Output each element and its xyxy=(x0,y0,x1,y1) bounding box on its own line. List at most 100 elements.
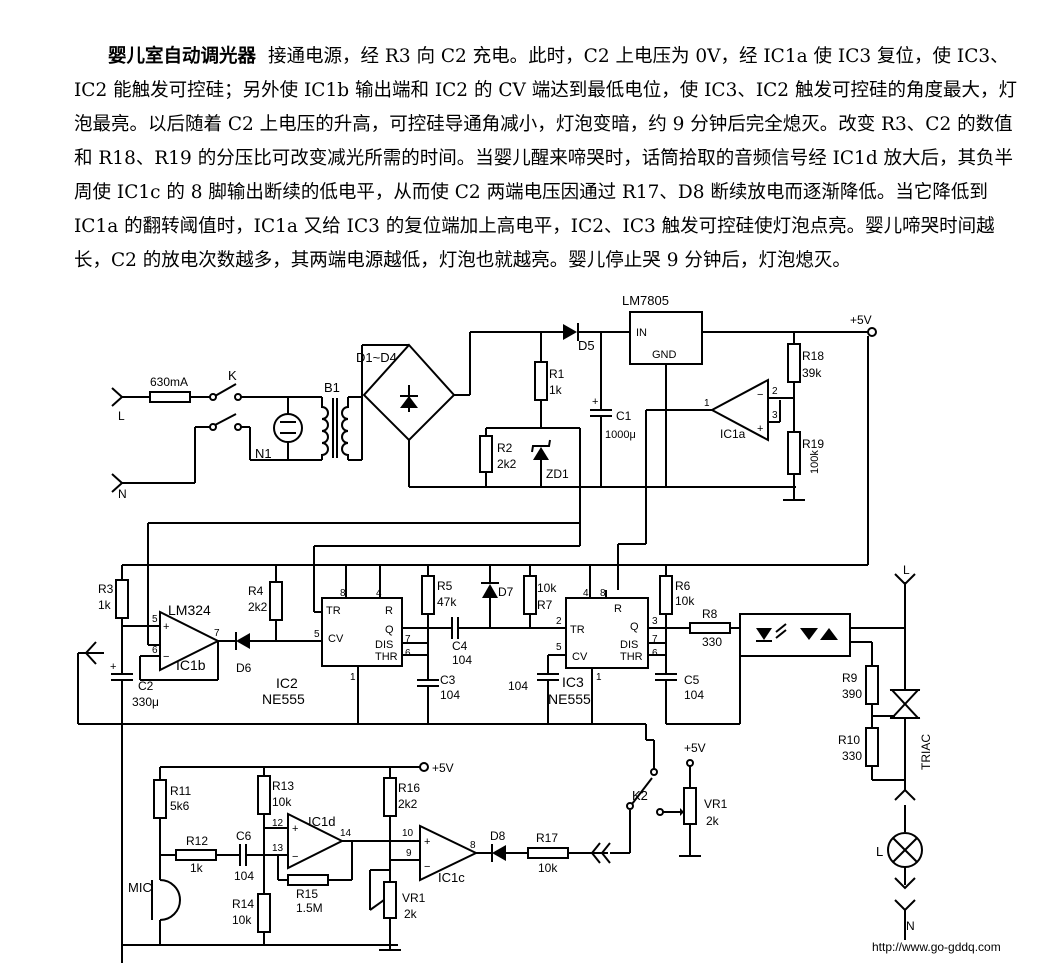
d7-label: D7 xyxy=(498,585,514,599)
mains-n-label: N xyxy=(118,487,127,501)
ic3-pin1: 1 xyxy=(596,672,602,683)
resistor-r17 xyxy=(527,847,569,859)
resistor-r1 xyxy=(534,361,548,401)
vr1-value: 2k xyxy=(706,814,720,828)
opamp-ic1b xyxy=(159,610,221,672)
lm7805-in: IN xyxy=(636,327,647,339)
ic3-pin8: 8 xyxy=(600,588,606,599)
r3-label: R3 xyxy=(98,582,114,596)
resistor-r7 xyxy=(523,575,537,615)
r5-value: 47k xyxy=(437,595,457,609)
optocoupler xyxy=(739,613,851,657)
ic2-pin1: 1 xyxy=(350,672,356,683)
ic1a-label: IC1a xyxy=(720,427,746,441)
neon-lamp-n1 xyxy=(273,413,303,443)
plus5v-audio-label: +5V xyxy=(432,761,454,775)
resistor-r3 xyxy=(115,579,129,619)
ic3-pin4: 4 xyxy=(583,588,589,599)
ic1b-pin6: 6 xyxy=(152,645,158,656)
resistor-r12 xyxy=(175,849,217,861)
ic1b-pin5: 5 xyxy=(152,614,158,625)
r2-label: R2 xyxy=(497,441,513,455)
d5-label: D5 xyxy=(578,338,595,353)
c2-value: 330μ xyxy=(132,695,159,709)
lm324-label: LM324 xyxy=(168,602,211,618)
potentiometer-vr1 xyxy=(683,787,697,825)
ic1b-plus: + xyxy=(163,621,169,633)
transformer-secondary xyxy=(341,397,349,460)
resistor-r14 xyxy=(257,893,271,933)
r14-value: 10k xyxy=(232,913,252,927)
ic1a-pin1: 1 xyxy=(704,398,710,409)
ic1d-plus: + xyxy=(292,823,298,835)
c2-plus: + xyxy=(110,661,116,673)
c5-value: 104 xyxy=(684,688,704,702)
vcc-terminal xyxy=(867,327,877,337)
resistor-r5 xyxy=(421,575,435,615)
c3-label: C3 xyxy=(440,673,456,687)
r4-label: R4 xyxy=(248,584,264,598)
resistor-r16 xyxy=(383,777,397,817)
r2-value: 2k2 xyxy=(497,457,517,471)
r8-label: R8 xyxy=(702,607,718,621)
timing-section: R3 1k + − LM324 IC1b 5 6 7 D6 + C2 330μ xyxy=(77,336,933,963)
transformer-primary xyxy=(321,397,329,460)
microphone xyxy=(159,879,181,921)
ic1a-pin3: 3 xyxy=(772,410,778,421)
ic3-thr: THR xyxy=(620,651,643,663)
ic1c-label: IC1c xyxy=(438,870,465,885)
ic3-pin3: 3 xyxy=(652,616,658,627)
r19-label: R19 xyxy=(802,437,824,451)
r9-label: R9 xyxy=(842,671,858,685)
c1-plus: + xyxy=(592,396,598,408)
ic2-tr: TR xyxy=(326,605,341,617)
ic2-pin7: 7 xyxy=(405,634,411,645)
fuse xyxy=(149,391,191,403)
r7-label: R7 xyxy=(537,598,553,612)
r12-label: R12 xyxy=(186,834,208,848)
ic3-cv: CV xyxy=(572,651,588,663)
ic1c-pin9: 9 xyxy=(406,848,412,859)
opamp-ic1a xyxy=(709,378,769,442)
r16-value: 2k2 xyxy=(398,797,418,811)
ic3-pin6: 6 xyxy=(652,648,658,659)
k2-label: K2 xyxy=(632,788,648,803)
ic3-pin7: 7 xyxy=(652,634,658,645)
bridge-label: D1~D4 xyxy=(356,350,397,365)
r16-label: R16 xyxy=(398,781,420,795)
c4-label: C4 xyxy=(452,639,468,653)
resistor-r18 xyxy=(787,343,801,383)
r13-label: R13 xyxy=(272,779,294,793)
r18-label: R18 xyxy=(802,349,824,363)
mains-l-label: L xyxy=(118,409,125,423)
resistor-r11 xyxy=(153,779,167,819)
vr1-audio-value: 2k xyxy=(404,907,418,921)
potentiometer-vr1-audio xyxy=(383,881,397,919)
ic2-pin5: 5 xyxy=(314,629,320,640)
r12-value: 1k xyxy=(190,861,204,875)
switch-k-label: K xyxy=(228,368,237,383)
ic3-r: R xyxy=(614,603,622,615)
ic1b-minus: − xyxy=(163,651,169,663)
c6-label: C6 xyxy=(236,829,252,843)
ic2-q: Q xyxy=(385,624,394,636)
triac xyxy=(889,689,921,706)
d6-label: D6 xyxy=(236,661,252,675)
ic2-r: R xyxy=(385,605,393,617)
r5-label: R5 xyxy=(437,579,453,593)
ic2-pin6: 6 xyxy=(405,648,411,659)
ic1a-minus: − xyxy=(757,389,763,401)
load-l-label: L xyxy=(903,563,910,577)
r17-value: 10k xyxy=(538,861,558,875)
load-n-label: N xyxy=(906,919,915,933)
ic2-pin8: 8 xyxy=(340,588,346,599)
description-body: 接通电源，经 R3 向 C2 充电。此时，C2 上电压为 0V，经 IC1a 使… xyxy=(74,46,1017,271)
opamp-ic1d xyxy=(287,812,345,870)
fuse-label: 630mA xyxy=(150,375,188,389)
triac-label: TRIAC xyxy=(919,734,933,770)
vr1-audio-label: VR1 xyxy=(402,891,426,905)
vcc-terminal-audio xyxy=(419,762,429,772)
ic1c-minus: − xyxy=(424,861,430,873)
resistor-r8 xyxy=(689,622,731,634)
